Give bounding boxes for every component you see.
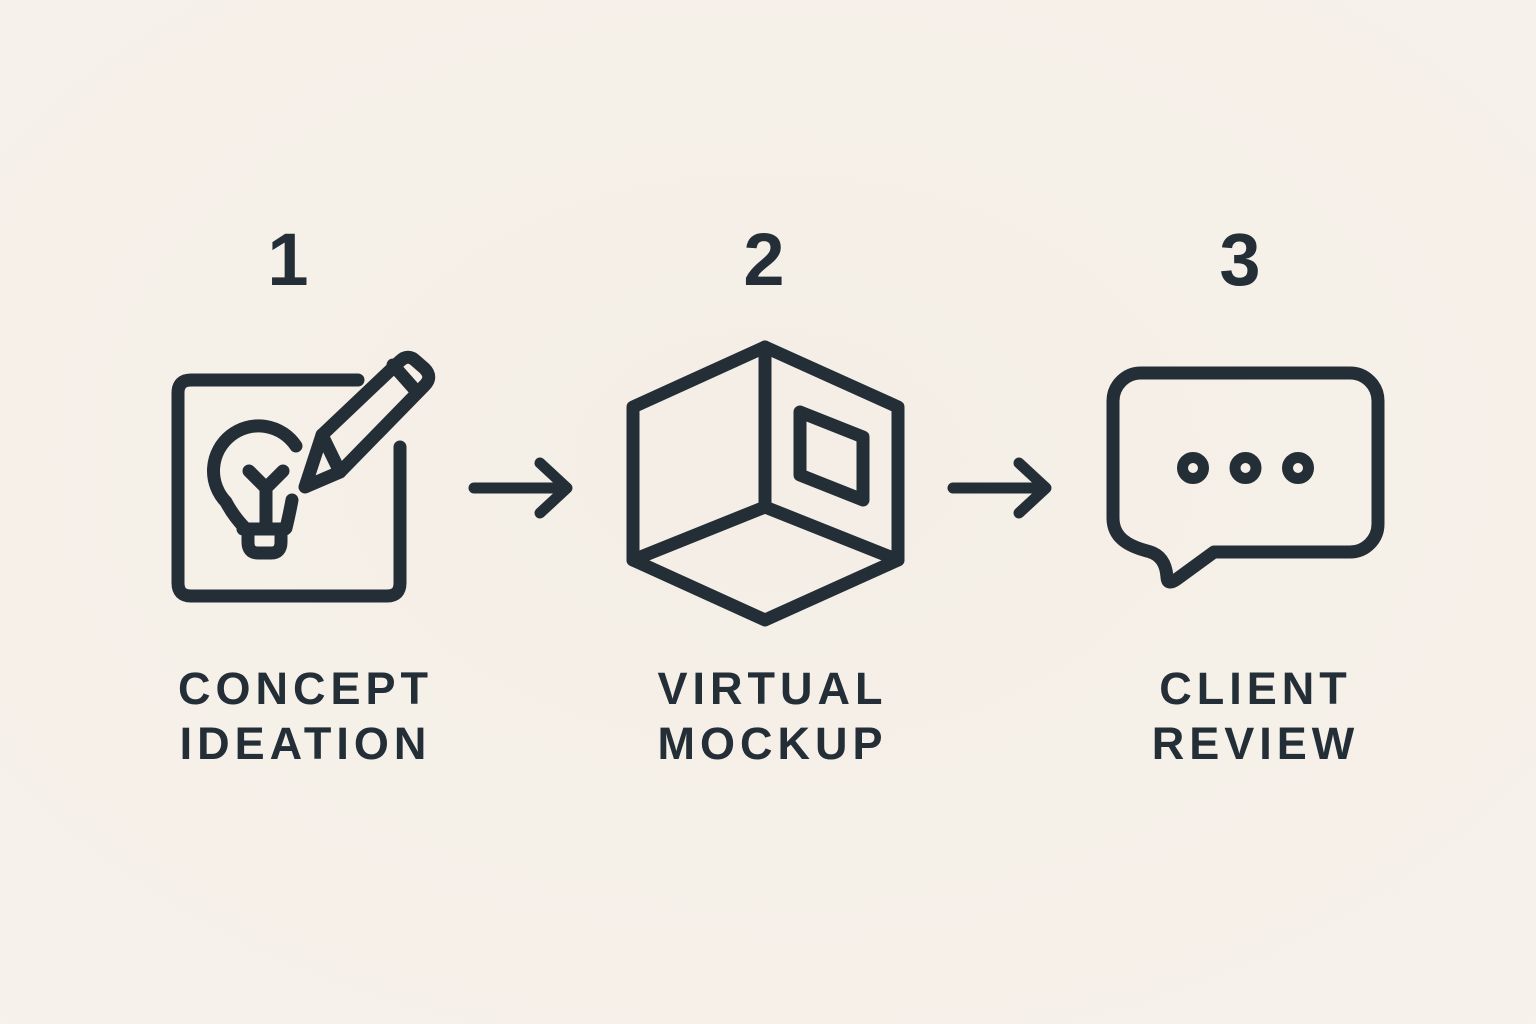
- speech-bubble-icon: [1106, 366, 1385, 589]
- step-2-label-line-2: MOCKUP: [657, 718, 888, 769]
- lightbulb: [207, 419, 303, 560]
- sketch-board-square: [171, 373, 407, 603]
- step-1-number: 1: [267, 218, 309, 301]
- bubble-outline: [1106, 366, 1385, 589]
- pencil: [298, 350, 436, 494]
- step-1-label-line-1: CONCEPT: [177, 663, 434, 714]
- step-3-label: CLIENT REVIEW: [1147, 661, 1360, 771]
- step-2-number: 2: [743, 218, 785, 301]
- step-2-label-line-1: VIRTUAL: [657, 663, 888, 714]
- step-1-label: CONCEPT IDEATION: [173, 661, 433, 771]
- step-3-number: 3: [1219, 218, 1261, 301]
- isometric-cube-icon: [626, 340, 905, 627]
- lightbulb-pencil-icon: [171, 350, 436, 603]
- step-2-label: VIRTUAL MOCKUP: [653, 661, 888, 771]
- step-3-label-line-1: CLIENT: [1159, 663, 1352, 714]
- cube-outline: [626, 340, 905, 627]
- arrow-right-icon: [468, 457, 573, 519]
- step-1-label-line-2: IDEATION: [179, 718, 432, 769]
- ellipsis-dots: [1177, 452, 1314, 484]
- step-3-label-line-2: REVIEW: [1151, 718, 1360, 769]
- arrow-right-icon: [947, 457, 1052, 519]
- cube-window: [793, 405, 870, 507]
